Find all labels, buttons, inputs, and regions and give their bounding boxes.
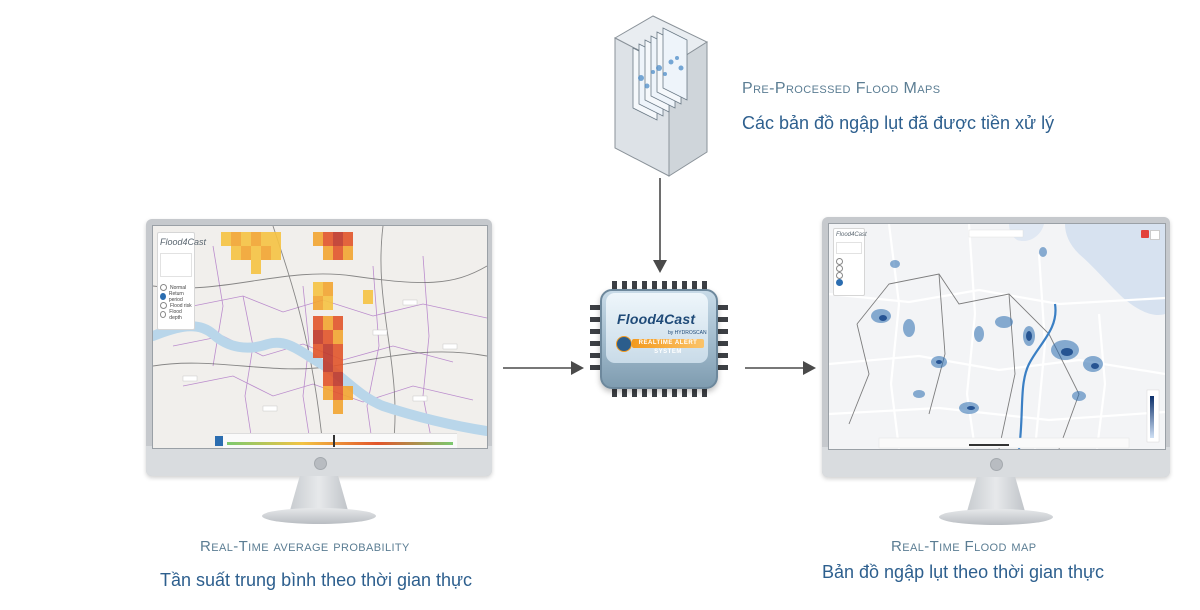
power-button-icon bbox=[314, 457, 327, 470]
arrow-right-icon-right bbox=[745, 361, 816, 375]
right-menu-icon[interactable] bbox=[1150, 230, 1160, 240]
right-radio-2[interactable] bbox=[836, 265, 862, 272]
right-block-title: Real-Time Flood map bbox=[891, 538, 1037, 555]
processor-chip-icon: Flood4Cast by HYDROSCAN REALTIME ALERT S… bbox=[584, 275, 734, 403]
radio-selected-icon bbox=[836, 279, 843, 286]
chip-by-line: by HYDROSCAN bbox=[668, 330, 707, 336]
left-screen: Flood4Cast Normal Return period Flood ri… bbox=[152, 225, 488, 449]
left-timeline-bar[interactable] bbox=[223, 433, 457, 448]
radio-selected-icon bbox=[160, 293, 166, 300]
arrow-down-icon bbox=[653, 178, 667, 273]
radio-option-flood-depth[interactable]: Flood depth bbox=[160, 309, 192, 321]
right-radio-3[interactable] bbox=[836, 272, 862, 279]
left-app-panel: Flood4Cast Normal Return period Flood ri… bbox=[157, 232, 207, 330]
right-screen: Flood4Cast bbox=[828, 223, 1166, 450]
top-block-subtitle: Các bản đồ ngập lụt đã được tiền xử lý bbox=[742, 113, 1055, 133]
right-radio-group bbox=[834, 258, 864, 286]
heatmap-map bbox=[153, 226, 487, 448]
radio-option-flood-risk[interactable]: Flood risk bbox=[160, 301, 192, 310]
radio-icon bbox=[836, 272, 843, 279]
arrow-right-icon-left bbox=[503, 361, 584, 375]
right-monitor-stand bbox=[966, 477, 1026, 515]
right-monitor-base bbox=[939, 509, 1053, 525]
alert-shield-icon bbox=[616, 336, 632, 352]
power-button-icon bbox=[990, 458, 1003, 471]
radio-icon bbox=[160, 302, 167, 309]
timeline-cursor[interactable] bbox=[333, 435, 335, 447]
right-radio-1[interactable] bbox=[836, 258, 862, 265]
left-radio-group: Normal Return period Flood risk Flood de… bbox=[158, 283, 194, 321]
chip-strip-label: REALTIME ALERT SYSTEM bbox=[632, 339, 704, 355]
left-block-subtitle: Tần suất trung bình theo thời gian thực bbox=[160, 570, 473, 590]
left-monitor-base bbox=[262, 508, 376, 524]
right-app-panel: Flood4Cast bbox=[833, 228, 867, 296]
left-play-button[interactable] bbox=[215, 436, 223, 446]
left-app-date-box bbox=[160, 253, 192, 277]
radio-icon bbox=[160, 311, 167, 318]
radio-icon bbox=[836, 265, 843, 272]
right-close-icon[interactable] bbox=[1141, 230, 1149, 238]
right-radio-4[interactable] bbox=[836, 279, 862, 286]
right-app-date-box bbox=[836, 242, 862, 254]
radio-icon bbox=[836, 258, 843, 265]
left-app-logo: Flood4Cast bbox=[160, 237, 207, 247]
radio-option-return-period[interactable]: Return period bbox=[160, 291, 192, 303]
server-stack-icon bbox=[595, 12, 715, 177]
left-monitor-stand bbox=[289, 476, 349, 514]
left-block-title: Real-Time average probability bbox=[200, 538, 410, 555]
right-app-logo: Flood4Cast bbox=[836, 232, 867, 238]
right-block-subtitle: Bản đồ ngập lụt theo thời gian thực bbox=[822, 562, 1105, 582]
top-block-title: Pre-Processed Flood Maps bbox=[742, 80, 941, 97]
radio-icon bbox=[160, 284, 167, 291]
flood-map bbox=[829, 224, 1165, 449]
radio-option-normal[interactable]: Normal bbox=[160, 283, 192, 292]
chip-name: Flood4Cast bbox=[617, 311, 696, 327]
